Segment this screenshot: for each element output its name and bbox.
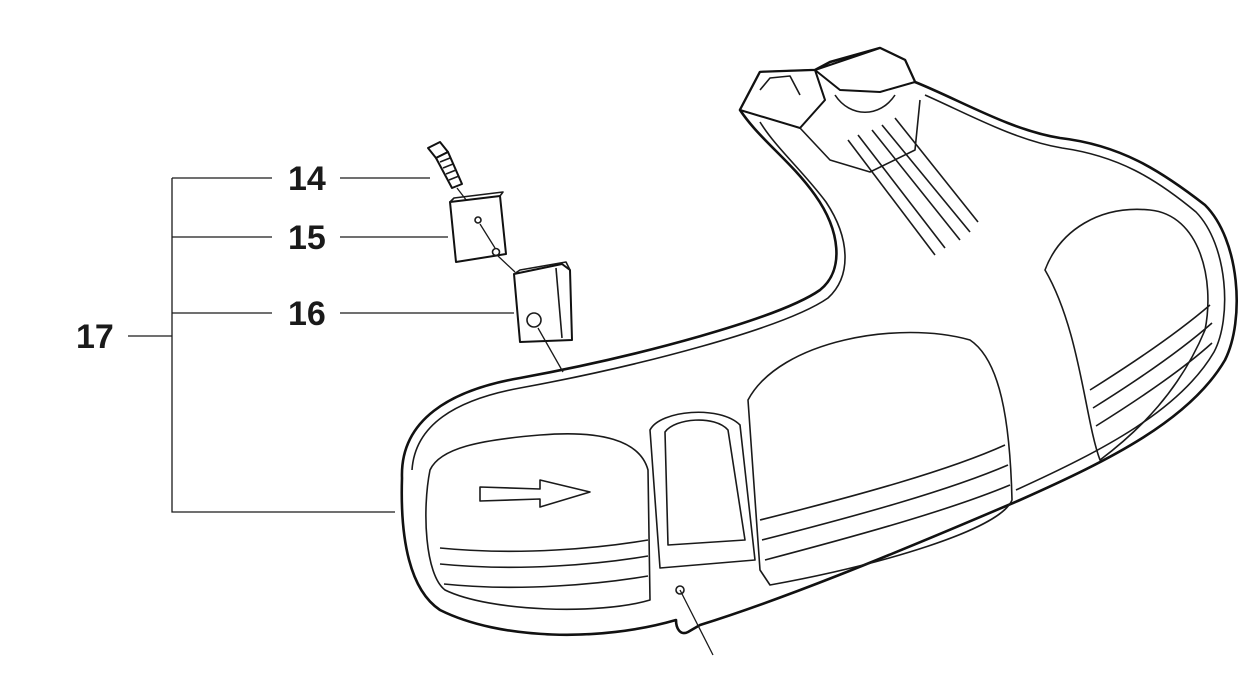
center-pocket — [649, 411, 756, 569]
left-pocket — [425, 432, 651, 611]
guard-rim-right — [924, 94, 1226, 491]
guard-outline — [400, 46, 1238, 637]
guard-rim — [411, 121, 846, 471]
plate-part — [449, 191, 516, 273]
callout-16: 16 — [288, 295, 326, 333]
mounting-bracket — [739, 47, 979, 256]
callout-14: 14 — [288, 160, 326, 198]
screw-part — [427, 141, 471, 206]
trimmer-guard — [400, 46, 1238, 656]
rotation-arrow-icon — [479, 479, 591, 508]
block-part — [513, 261, 573, 373]
callout-bracket — [128, 177, 514, 513]
callout-17: 17 — [76, 318, 114, 356]
callout-15: 15 — [288, 219, 326, 257]
right-panel — [1044, 208, 1209, 461]
center-panel — [747, 331, 1013, 586]
